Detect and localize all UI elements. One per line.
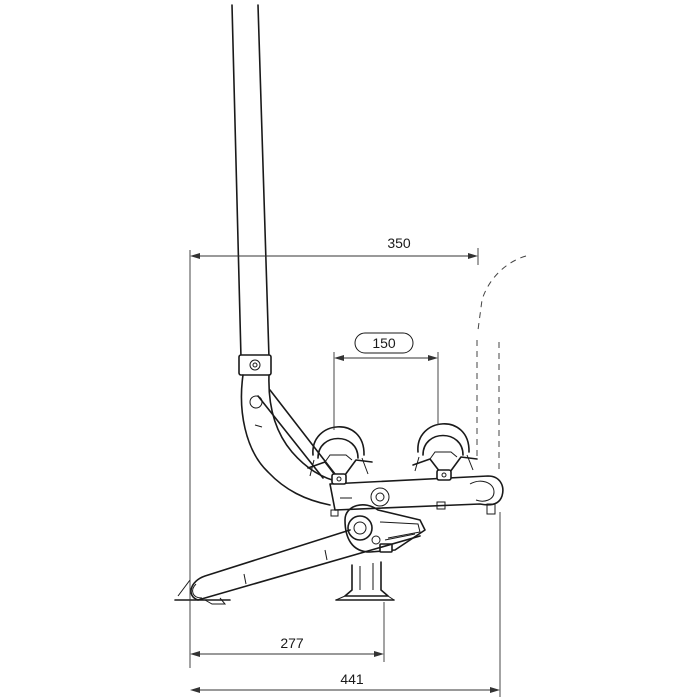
dimension-label-441: 441 — [340, 671, 364, 687]
dimension-label-350: 350 — [387, 235, 411, 251]
dimension-277: 277 — [190, 602, 385, 662]
dimension-label-150: 150 — [372, 335, 396, 351]
mast-tube — [231, 4, 270, 359]
hinge-mechanism — [344, 504, 426, 553]
dimension-150: 150 — [333, 332, 439, 430]
mast-bend — [240, 374, 341, 506]
wheel-clamp-left — [307, 426, 373, 485]
support-strut — [257, 389, 336, 479]
dimension-441: 441 — [190, 512, 501, 697]
mast-collar — [238, 354, 272, 376]
dimension-350: 350 — [189, 235, 479, 668]
car-outline — [476, 255, 527, 470]
dimension-label-277: 277 — [280, 635, 304, 651]
foot-stand — [335, 561, 395, 601]
wheel-clamp-right — [412, 423, 478, 481]
wheel-holder-bar — [329, 475, 504, 517]
dimension-150-frame — [354, 332, 414, 354]
base-arm — [174, 529, 421, 605]
